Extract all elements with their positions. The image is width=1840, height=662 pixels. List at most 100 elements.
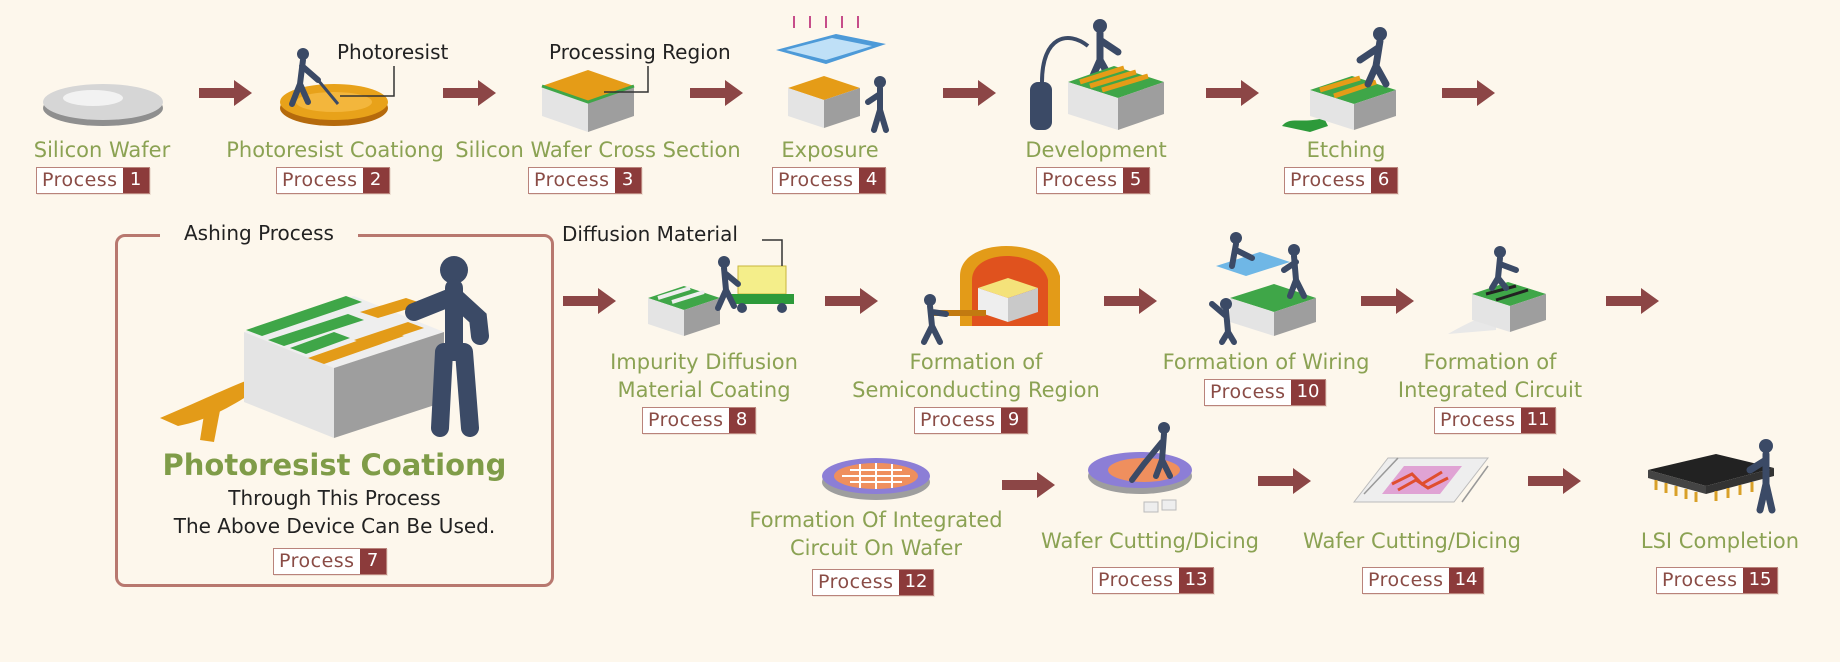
arrow-8-9: [825, 288, 878, 314]
process-badge-11: Process 11: [1434, 407, 1557, 434]
arrow-5-6: [1206, 80, 1259, 106]
step-1-label: Silicon Wafer: [33, 138, 171, 162]
badge-number: 1: [122, 168, 149, 193]
step-8-label-line-1: Impurity Diffusion: [610, 350, 798, 374]
arrow-12-13: [1002, 472, 1055, 498]
badge-number: 15: [1742, 568, 1778, 593]
badge-number: 3: [614, 168, 641, 193]
badge-number: 11: [1520, 408, 1556, 433]
wiring-illustration: [1209, 232, 1316, 345]
process-badge-5: Process 5: [1036, 167, 1150, 194]
badge-word: Process: [1290, 169, 1366, 191]
badge-word: Process: [279, 550, 355, 572]
photoresist-callout: Photoresist: [337, 40, 449, 64]
process-badge-15: Process 15: [1656, 567, 1779, 594]
diffusion-material-callout: Diffusion Material: [562, 222, 738, 246]
wafer-cutting-illustration: [1352, 457, 1490, 503]
process-badge-14: Process 14: [1362, 567, 1485, 594]
ashing-desc-line-1: Through This Process: [228, 486, 441, 510]
semiconducting-region-illustration: [921, 246, 1060, 345]
step-4-label: Exposure: [781, 138, 879, 162]
process-badge-8: Process 8: [642, 407, 756, 434]
badge-word: Process: [920, 409, 996, 431]
step-6-label: Etching: [1306, 138, 1386, 162]
process-badge-1: Process 1: [36, 167, 150, 194]
step-9-label-line-1: Formation of: [909, 350, 1043, 374]
badge-number: 4: [858, 168, 885, 193]
step-9-label-line-2: Semiconducting Region: [852, 378, 1100, 402]
badge-number: 13: [1178, 568, 1214, 593]
badge-number: 10: [1290, 380, 1326, 405]
photoresist-callout-line: [340, 66, 395, 97]
badge-word: Process: [1210, 381, 1286, 403]
arrow-7-8: [563, 288, 616, 314]
step-13-label: Wafer Cutting/Dicing: [1041, 529, 1259, 553]
step-11-label-line-1: Formation of: [1423, 350, 1557, 374]
lsi-chip-illustration: [1648, 439, 1776, 514]
step-5-label: Development: [1025, 138, 1167, 162]
ashing-process-title: Ashing Process: [160, 220, 358, 246]
process-badge-2: Process 2: [276, 167, 390, 194]
step-15-label: LSI Completion: [1640, 529, 1800, 553]
badge-word: Process: [42, 169, 118, 191]
photoresist-coating-illustration: [280, 48, 388, 126]
badge-word: Process: [1440, 409, 1516, 431]
badge-word: Process: [818, 571, 894, 593]
process-badge-9: Process 9: [914, 407, 1028, 434]
arrow-10-11: [1361, 288, 1414, 314]
badge-word: Process: [282, 169, 358, 191]
step-10-label: Formation of Wiring: [1162, 350, 1370, 374]
exposure-illustration: [776, 16, 889, 133]
badge-number: 7: [359, 549, 386, 574]
badge-word: Process: [1098, 569, 1174, 591]
process-badge-7: Process 7: [273, 548, 387, 575]
arrow-6-7: [1442, 80, 1495, 106]
processing-region-callout-line: [604, 66, 649, 93]
process-badge-12: Process 12: [812, 569, 935, 596]
development-illustration: [1030, 19, 1164, 130]
process-badge-6: Process 6: [1284, 167, 1398, 194]
badge-number: 12: [898, 570, 934, 595]
badge-word: Process: [1042, 169, 1118, 191]
etching-illustration: [1282, 27, 1396, 132]
badge-word: Process: [778, 169, 854, 191]
arrow-1-2: [199, 80, 252, 106]
processing-region-callout: Processing Region: [549, 40, 731, 64]
arrow-13-14: [1258, 468, 1311, 494]
ashing-desc-line-2: The Above Device Can Be Used.: [173, 514, 496, 538]
process-badge-10: Process 10: [1204, 379, 1327, 406]
step-3-label: Silicon Wafer Cross Section: [455, 138, 741, 162]
step-2-label: Photoresist Coationg: [226, 138, 444, 162]
arrow-9-10: [1104, 288, 1157, 314]
arrow-14-15: [1528, 468, 1581, 494]
badge-number: 6: [1370, 168, 1397, 193]
step-14-label: Wafer Cutting/Dicing: [1303, 529, 1521, 553]
arrow-3-4: [690, 80, 743, 106]
badge-word: Process: [1368, 569, 1444, 591]
circuit-on-wafer-illustration: [822, 458, 930, 500]
badge-word: Process: [1662, 569, 1738, 591]
badge-word: Process: [648, 409, 724, 431]
badge-number: 9: [1000, 408, 1027, 433]
silicon-wafer-illustration: [43, 84, 163, 126]
process-badge-13: Process 13: [1092, 567, 1215, 594]
badge-word: Process: [534, 169, 610, 191]
step-11-label-line-2: Integrated Circuit: [1397, 378, 1583, 402]
arrow-11-12: [1606, 288, 1659, 314]
badge-number: 2: [362, 168, 389, 193]
process-badge-4: Process 4: [772, 167, 886, 194]
ashing-photoresist-illustration: [160, 256, 489, 442]
arrow-2-3: [443, 80, 496, 106]
step-12-label-line-1: Formation Of Integrated: [749, 508, 1003, 532]
step-12-label-line-2: Circuit On Wafer: [789, 536, 963, 560]
badge-number: 5: [1122, 168, 1149, 193]
impurity-diffusion-illustration: [648, 239, 794, 336]
badge-number: 14: [1448, 568, 1484, 593]
badge-number: 8: [728, 408, 755, 433]
ashing-main-label: Photoresist Coationg: [162, 448, 507, 482]
step-8-label-line-2: Material Coating: [617, 378, 791, 402]
process-badge-3: Process 3: [528, 167, 642, 194]
arrow-4-5: [943, 80, 996, 106]
